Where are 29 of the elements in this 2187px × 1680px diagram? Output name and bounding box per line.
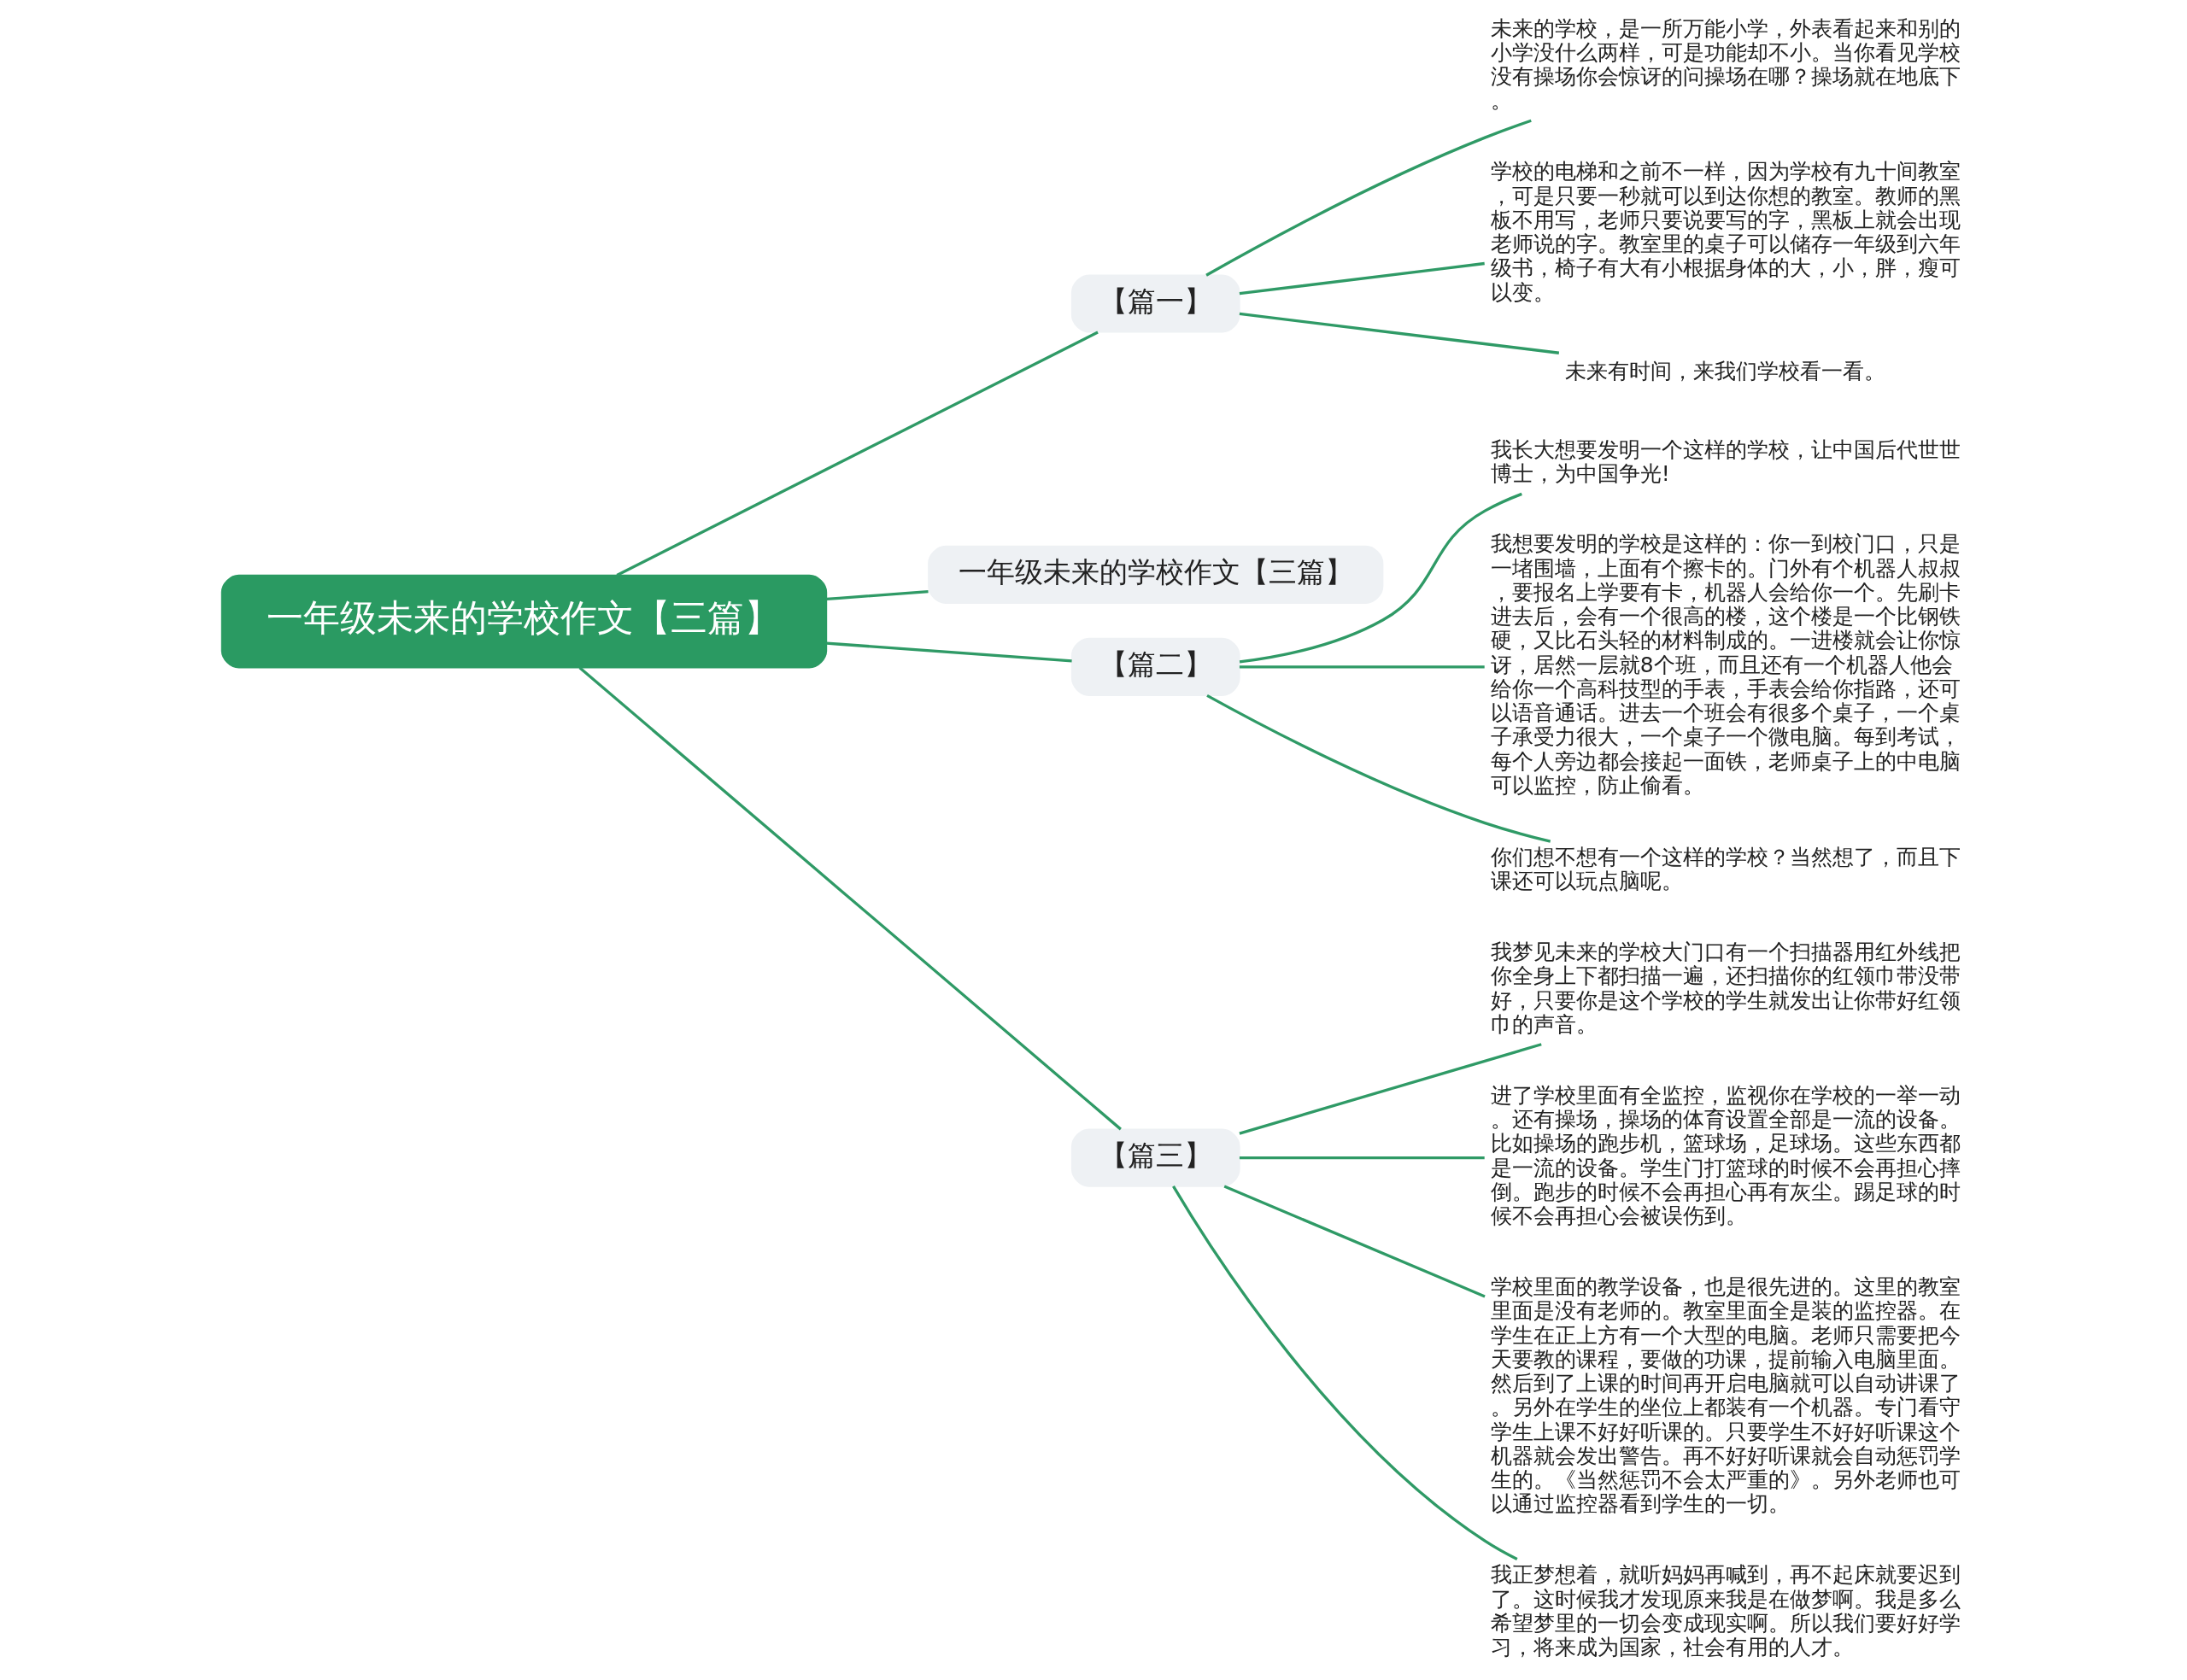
connector xyxy=(615,331,1099,577)
connector xyxy=(1239,261,1485,296)
node-text: 未来的学校，是一所万能小学，外表看起来和别的小学没什么两样，可是功能却不小。当你看见学校没有操场你会惊讶的问操场在哪？操场就在地底下。 xyxy=(1490,15,1961,114)
connector xyxy=(1205,119,1532,277)
node-text: 我正梦想着，就听妈妈再喊到，再不起床就要迟到了。这时候我才发现原来我是在做梦啊。我是多么希望梦里的一切会变成现实啊。所以我们要好好学习，将来成为国家，社会有用的人才。 xyxy=(1490,1562,1961,1660)
connector xyxy=(1239,1156,1485,1160)
connector xyxy=(825,589,929,601)
node-text: 进了学校里面有全监控，监视你在学校的一举一动。还有操场，操场的体育设置全部是一流的设备。比如操场的跑步机，篮球场，足球场。这些东西都是一流的设备。学生门打篮球的时候不会再担心摔倒。跑步的时候不会再担心再有灰尘。踢足球的时候不会再担心会被误伤到。 xyxy=(1490,1082,1961,1229)
connector xyxy=(1223,1185,1486,1298)
connector xyxy=(1171,1185,1518,1560)
node-box: 一年级未来的学校作文【三篇】 xyxy=(220,574,827,669)
node-box: 【篇一】 xyxy=(1070,274,1240,333)
connector xyxy=(1205,694,1551,843)
node-text: 你们想不想有一个这样的学校？当然想了，而且下课还可以玩点脑呢。 xyxy=(1490,844,1961,893)
node-text: 我梦见未来的学校大门口有一个扫描器用红外线把你全身上下都扫描一遍，还扫描你的红领巾带没带好，只要你是这个学校的学生就发出让你带好红领巾的声音。 xyxy=(1490,940,1961,1037)
node-text: 学校的电梯和之前不一样，因为学校有九十间教室，可是只要一秒就可以到达你想的教室。教师的黑板不用写，老师只要说要写的字，黑板上就会出现老师说的字。教室里的桌子可以储存一年级到六年级书，椅子有大有小根据身体的大，小，胖，瘦可以变。 xyxy=(1490,159,1961,305)
connector xyxy=(1239,492,1522,664)
node-box: 【篇三】 xyxy=(1070,1128,1240,1187)
node-text: 未来有时间，来我们学校看一看。 xyxy=(1564,358,1885,383)
connector xyxy=(1238,1043,1542,1135)
connector xyxy=(1239,665,1485,669)
node-text: 我想要发明的学校是这样的：你一到校门口，只是一堵围墙，上面有个擦卡的。门外有个机器人叔叔，要报名上学要有卡，机器人会给你一个。先刷卡进去后，会有一个很高的楼，这个楼是一个比钢铁硬，又比石头轻的材料制成的。一进楼就会让你惊讶，居然一层就8个班，而且还有一个机器人他会给你一个高科技型的手表，手表会给你指路，还可以语音通话。进去一个班会有很多个桌子，一个桌子承受力很大，一个桌子一个微电脑。每到考试，每个人旁边都会接起一面铁，老师桌子上的中电脑可以监控，防止偷看。 xyxy=(1490,531,1961,798)
connector xyxy=(1239,312,1559,354)
node-box: 【篇二】 xyxy=(1070,637,1240,696)
connector xyxy=(825,641,1072,663)
node-text: 我长大想要发明一个这样的学校，让中国后代世世博士，为中国争光! xyxy=(1490,436,1961,487)
node-text: 学校里面的教学设备，也是很先进的。这里的教室里面是没有老师的。教室里面全是装的监控器。在学生在正上方有一个大型的电脑。老师只需要把今天要教的课程，要做的功课，提前输入电脑里面。然后到了上课的时间再开启电脑就可以自动讲课了。另外在学生的坐位上都装有一个机器。专门看守学生上课不好好听课的。只要学生不好好听课这个机器就会发出警告。再不好好听课就会自动惩罚学生的。《当然惩罚不会太严重的》。另外老师也可以通过监控器看到学生的一切。 xyxy=(1490,1274,1961,1517)
connector xyxy=(578,666,1122,1131)
node-box: 一年级未来的学校作文【三篇】 xyxy=(927,545,1383,604)
